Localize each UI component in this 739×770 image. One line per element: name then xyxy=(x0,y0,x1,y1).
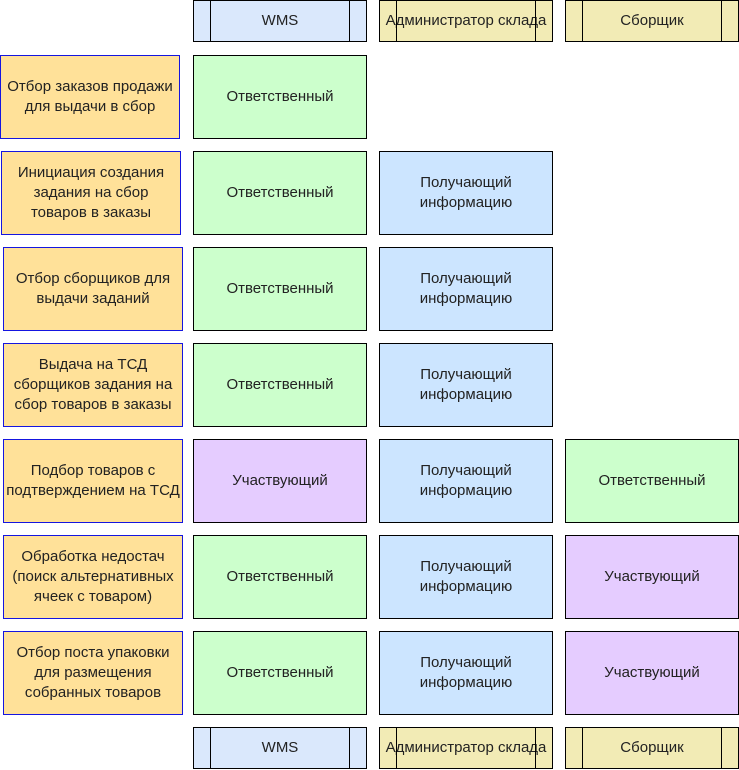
raci-cell-label: Ответственный xyxy=(226,280,334,297)
task-label-box: Обработка недостач (поиск альтернативных… xyxy=(3,535,183,619)
raci-cell-label: Ответственный xyxy=(226,88,334,105)
raci-cell-label: Получающий информацию xyxy=(419,174,513,211)
raci-cell: Ответственный xyxy=(193,151,367,235)
raci-cell: Ответственный xyxy=(193,247,367,331)
task-label-box: Отбор заказов продажи для выдачи в сбор xyxy=(0,55,180,139)
raci-cell-label: Участвующий xyxy=(604,568,700,585)
task-label-box: Подбор товаров с подтверждением на ТСД xyxy=(3,439,183,523)
raci-cell: Получающий информацию xyxy=(379,343,553,427)
raci-cell: Участвующий xyxy=(565,535,739,619)
raci-cell-label: Ответственный xyxy=(598,472,706,489)
raci-cell: Участвующий xyxy=(193,439,367,523)
raci-cell-label: Получающий информацию xyxy=(419,654,513,691)
header-role-0: WMS xyxy=(193,0,367,42)
footer-role-1-label: Администратор склада xyxy=(385,739,547,756)
task-label-box-label: Отбор поста упаковки для размещения собр… xyxy=(16,644,170,701)
raci-cell-label: Участвующий xyxy=(232,472,328,489)
raci-cell-label: Получающий информацию xyxy=(419,558,513,595)
header-role-1-label: Администратор склада xyxy=(385,12,547,29)
raci-cell: Ответственный xyxy=(193,343,367,427)
footer-role-0-label: WMS xyxy=(261,739,299,756)
task-label-box: Отбор сборщиков для выдачи заданий xyxy=(3,247,183,331)
raci-cell: Ответственный xyxy=(193,631,367,715)
task-label-box-label: Подбор товаров с подтверждением на ТСД xyxy=(6,462,180,499)
raci-cell: Ответственный xyxy=(193,55,367,139)
task-label-box-label: Инициация создания задания на сбор товар… xyxy=(17,164,165,221)
header-role-0-label: WMS xyxy=(261,12,299,29)
footer-role-2: Сборщик xyxy=(565,727,739,769)
raci-cell: Участвующий xyxy=(565,631,739,715)
raci-cell-label: Получающий информацию xyxy=(419,462,513,499)
footer-role-2-label: Сборщик xyxy=(620,739,684,756)
raci-cell: Получающий информацию xyxy=(379,631,553,715)
raci-cell: Ответственный xyxy=(565,439,739,523)
raci-cell-label: Ответственный xyxy=(226,568,334,585)
raci-cell: Получающий информацию xyxy=(379,439,553,523)
task-label-box-label: Отбор заказов продажи для выдачи в сбор xyxy=(7,78,173,115)
raci-cell: Получающий информацию xyxy=(379,247,553,331)
task-label-box: Выдача на ТСД сборщиков задания на сбор … xyxy=(3,343,183,427)
task-label-box: Инициация создания задания на сбор товар… xyxy=(1,151,181,235)
header-role-1: Администратор склада xyxy=(379,0,553,42)
raci-cell: Получающий информацию xyxy=(379,151,553,235)
footer-role-1: Администратор склада xyxy=(379,727,553,769)
raci-cell-label: Ответственный xyxy=(226,184,334,201)
raci-cell-label: Ответственный xyxy=(226,376,334,393)
task-label-box: Отбор поста упаковки для размещения собр… xyxy=(3,631,183,715)
header-role-2-label: Сборщик xyxy=(620,12,684,29)
task-label-box-label: Выдача на ТСД сборщиков задания на сбор … xyxy=(13,356,173,413)
task-label-box-label: Отбор сборщиков для выдачи заданий xyxy=(15,270,171,307)
raci-cell: Ответственный xyxy=(193,535,367,619)
header-role-2: Сборщик xyxy=(565,0,739,42)
raci-cell-label: Участвующий xyxy=(604,664,700,681)
raci-cell-label: Получающий информацию xyxy=(419,366,513,403)
raci-cell-label: Ответственный xyxy=(226,664,334,681)
task-label-box-label: Обработка недостач (поиск альтернативных… xyxy=(12,548,174,605)
raci-cell-label: Получающий информацию xyxy=(419,270,513,307)
raci-cell: Получающий информацию xyxy=(379,535,553,619)
footer-role-0: WMS xyxy=(193,727,367,769)
